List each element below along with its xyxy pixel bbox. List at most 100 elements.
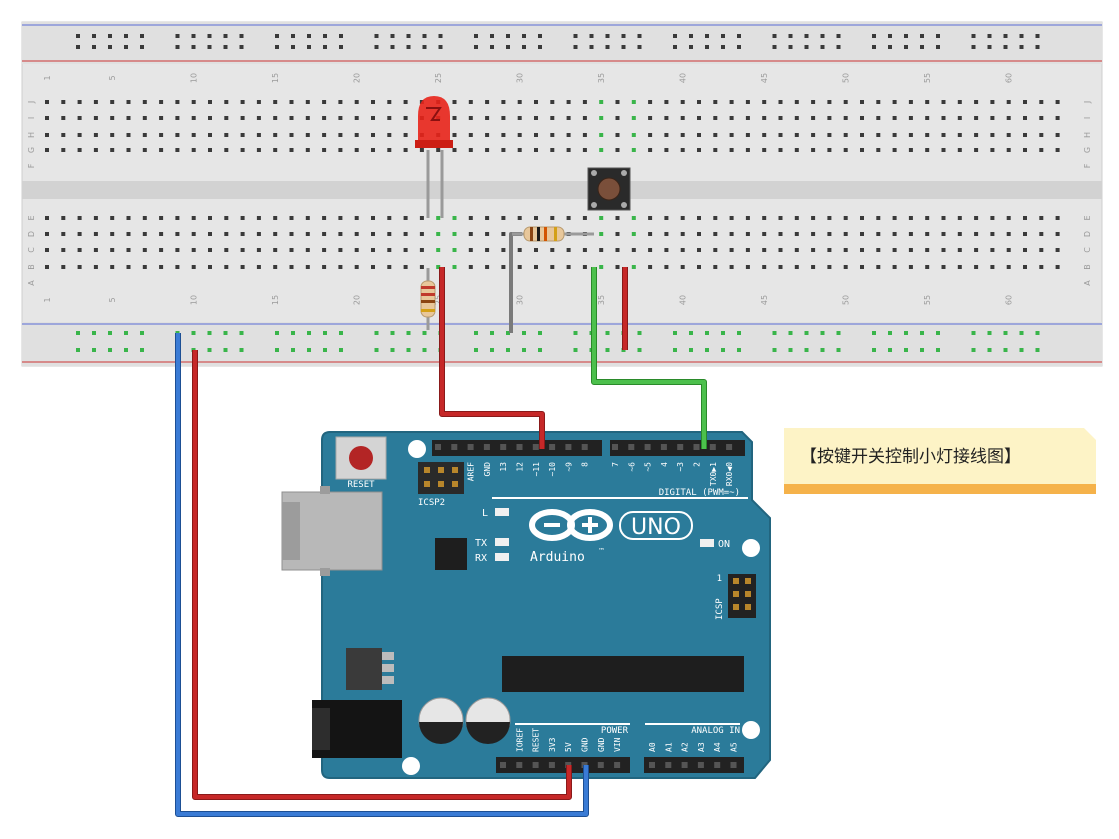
rail-hole: [522, 348, 526, 352]
rail-hole: [820, 348, 825, 352]
mount-hole: [742, 539, 760, 557]
breadboard-hole: [876, 100, 881, 104]
breadboard-hole: [45, 248, 49, 252]
atmega-chip: [502, 656, 744, 692]
reset-button-cap[interactable]: [349, 446, 373, 470]
breadboard-hole: [208, 116, 212, 120]
breadboard-hole: [142, 148, 147, 152]
rail-hole: [108, 45, 112, 49]
resistor-10k: [512, 226, 594, 242]
rail-hole: [124, 34, 128, 38]
rail-hole: [522, 45, 526, 49]
rail-hole: [987, 348, 992, 352]
breadboard-hole: [648, 116, 653, 120]
breadboard-hole: [1055, 232, 1060, 236]
rail-hole: [490, 331, 494, 335]
rail-hole: [936, 34, 940, 38]
breadboard-hole: [1023, 116, 1027, 120]
analog-pin-label: A4: [713, 742, 722, 752]
rail-hole: [804, 34, 809, 38]
breadboard-hole: [615, 216, 620, 220]
rail-hole: [888, 45, 892, 49]
breadboard-hole: [697, 265, 701, 269]
rail-hole: [1003, 348, 1008, 352]
breadboard-hole: [240, 116, 245, 120]
breadboard-hole: [925, 148, 930, 152]
breadboard-hole: [256, 232, 261, 236]
rail-hole: [637, 34, 642, 38]
breadboard-hole: [843, 100, 848, 104]
rail-hole: [339, 348, 343, 352]
rail-hole: [936, 45, 940, 49]
breadboard-hole: [273, 216, 278, 220]
column-number: 55: [923, 295, 932, 305]
breadboard-hole: [501, 116, 506, 120]
breadboard-hole: [713, 148, 718, 152]
rail-hole: [406, 331, 411, 335]
breadboard-hole: [436, 148, 441, 152]
rail-hole: [987, 45, 992, 49]
breadboard-hole: [664, 100, 669, 104]
rail-hole: [872, 45, 876, 49]
breadboard-hole: [273, 265, 278, 269]
rail-hole: [705, 331, 709, 335]
breadboard-hole: [908, 265, 913, 269]
column-number: 5: [108, 297, 117, 302]
rail-hole: [522, 331, 526, 335]
breadboard-hole: [256, 248, 261, 252]
header-pin: [677, 444, 684, 450]
led-on: [700, 539, 714, 547]
breadboard-hole: [860, 148, 864, 152]
breadboard-hole: [550, 248, 555, 252]
breadboard-hole: [648, 232, 653, 236]
breadboard-hole: [77, 216, 82, 220]
breadboard-hole: [191, 116, 196, 120]
rail-hole: [422, 34, 427, 38]
breadboard-hole: [338, 116, 343, 120]
breadboard-hole: [1039, 148, 1044, 152]
rail-hole: [307, 34, 311, 38]
header-pin: [451, 444, 458, 450]
digital-pin-label: 2: [693, 462, 702, 467]
rail-hole: [836, 331, 841, 335]
push-button[interactable]: [587, 167, 631, 211]
breadboard-hole: [713, 265, 718, 269]
icsp-pin: [733, 591, 739, 597]
breadboard-hole: [305, 216, 310, 220]
breadboard-hole: [452, 232, 457, 236]
icsp-pin: [745, 591, 751, 597]
breadboard-hole: [908, 133, 913, 137]
rail-hole: [637, 348, 642, 352]
breadboard-hole: [452, 133, 457, 137]
rail-hole: [721, 348, 725, 352]
breadboard-hole: [354, 248, 359, 252]
breadboard-hole: [224, 232, 229, 236]
breadboard-hole: [550, 216, 555, 220]
rail-hole: [124, 45, 128, 49]
digital-pin-label: ~10: [548, 462, 557, 477]
breadboard-hole: [811, 148, 816, 152]
breadboard-hole: [93, 232, 98, 236]
rail-hole: [374, 34, 379, 38]
rail-hole: [438, 34, 443, 38]
breadboard-hole: [126, 232, 131, 236]
led-tx-label: TX: [475, 538, 487, 549]
rail-hole: [275, 34, 279, 38]
arduino-brand: Arduino: [530, 550, 585, 565]
breadboard-hole: [957, 265, 962, 269]
breadboard-hole: [745, 248, 750, 252]
breadboard-hole: [908, 148, 913, 152]
breadboard-hole: [566, 133, 571, 137]
breadboard-hole: [843, 133, 848, 137]
breadboard-hole: [1023, 248, 1027, 252]
arduino-uno-board: RESET ICSP2: [281, 431, 771, 779]
voltage-regulator: [346, 648, 382, 690]
red-led: [415, 96, 453, 218]
breadboard-hole: [452, 116, 457, 120]
breadboard-hole: [729, 232, 734, 236]
rail-hole: [191, 331, 196, 335]
power-pin-label: 3V3: [548, 737, 557, 752]
breadboard-hole: [191, 265, 196, 269]
breadboard-hole: [811, 100, 816, 104]
breadboard-hole: [517, 133, 522, 137]
